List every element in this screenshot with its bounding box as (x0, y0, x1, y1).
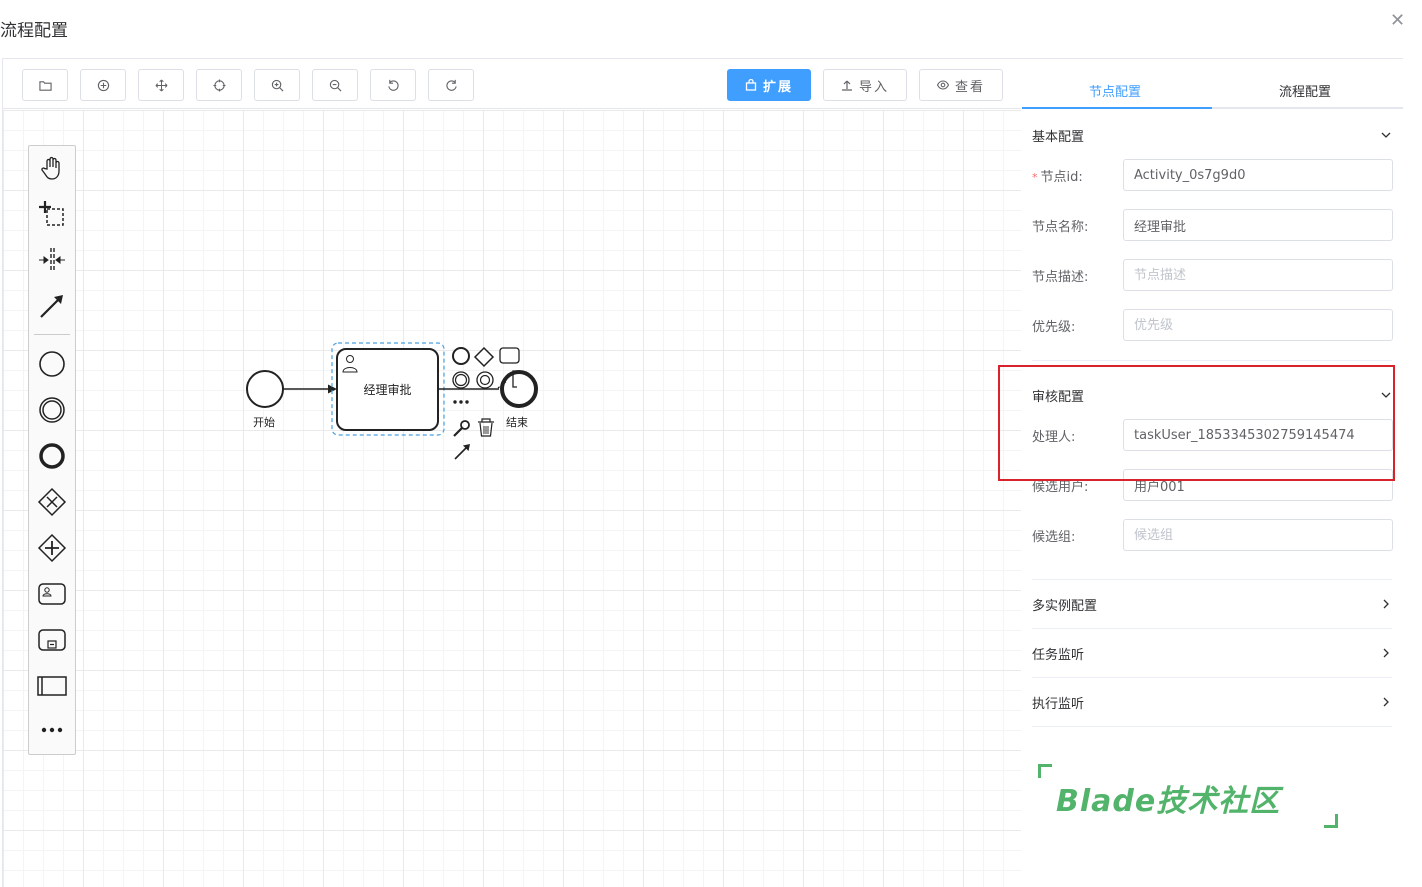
exclusive-gateway-icon[interactable] (33, 484, 71, 520)
zoom-fit-icon[interactable] (80, 69, 126, 101)
trash-icon[interactable] (478, 418, 494, 437)
append-timer-event-icon[interactable] (476, 371, 494, 389)
panel-tabs: 节点配置 流程配置 (1022, 71, 1403, 109)
node-desc-input[interactable] (1123, 259, 1393, 291)
import-button[interactable]: 导入 (823, 69, 907, 101)
expand-button[interactable]: 扩展 (727, 69, 811, 101)
hand-tool-icon[interactable] (33, 150, 71, 186)
watermark-bracket (1324, 814, 1338, 828)
handler-label: 处理人: (1032, 430, 1076, 445)
candidate-user-label: 候选用户: (1032, 480, 1089, 495)
end-event[interactable] (500, 370, 538, 408)
append-task-icon[interactable] (499, 347, 520, 364)
tab-node-config[interactable]: 节点配置 (1089, 85, 1142, 100)
section-audit-title: 审核配置 (1032, 389, 1085, 405)
divider (1032, 628, 1392, 629)
view-button[interactable]: 查看 (919, 69, 1003, 101)
folder-open-icon[interactable] (22, 69, 68, 101)
end-event-icon[interactable] (33, 438, 71, 474)
section-task-listener-header[interactable]: 任务监听 (1032, 629, 1392, 677)
chevron-right-icon (1383, 599, 1389, 609)
append-end-event-icon[interactable] (452, 347, 470, 365)
bag-icon (745, 79, 757, 91)
pool-icon[interactable] (33, 668, 71, 704)
section-task-listener-title: 任务监听 (1032, 647, 1085, 663)
chevron-down-icon (1381, 132, 1391, 138)
candidate-group-input[interactable] (1123, 519, 1393, 551)
upload-icon (841, 80, 852, 91)
context-pad (452, 346, 520, 460)
import-button-label: 导入 (858, 79, 889, 95)
undo-icon[interactable] (370, 69, 416, 101)
candidate-group-label: 候选组: (1032, 530, 1076, 545)
zoom-out-icon[interactable] (312, 69, 358, 101)
watermark: Blade技术社区 (1038, 764, 1338, 828)
candidate-user-input[interactable] (1123, 469, 1393, 501)
move-icon[interactable] (138, 69, 184, 101)
node-name-label: 节点名称: (1032, 220, 1089, 235)
divider (1032, 360, 1392, 361)
start-event[interactable] (246, 370, 284, 408)
intermediate-event-icon[interactable] (33, 392, 71, 428)
task-label: 经理审批 (363, 383, 412, 397)
palette-separator (34, 334, 70, 335)
section-basic-header[interactable]: 基本配置 (1032, 111, 1392, 159)
start-event-icon[interactable] (33, 346, 71, 382)
wrench-icon[interactable] (453, 420, 470, 437)
redo-icon[interactable] (428, 69, 474, 101)
section-basic-title: 基本配置 (1032, 129, 1085, 145)
eye-icon (936, 80, 949, 90)
section-multi-instance-header[interactable]: 多实例配置 (1032, 580, 1392, 628)
append-gateway-icon[interactable] (473, 346, 495, 368)
divider (1032, 677, 1392, 678)
section-audit-header[interactable]: 审核配置 (1032, 371, 1392, 419)
sequence-flow-1-arrow (328, 384, 337, 394)
priority-label: 优先级: (1032, 320, 1076, 335)
locate-icon[interactable] (196, 69, 242, 101)
user-task-icon[interactable] (33, 576, 71, 612)
handler-input[interactable] (1123, 419, 1393, 451)
more-options-icon[interactable] (453, 400, 469, 404)
space-tool-icon[interactable] (33, 242, 71, 278)
start-event-label: 开始 (253, 416, 275, 429)
section-execution-listener-header[interactable]: 执行监听 (1032, 678, 1392, 726)
tab-process-config[interactable]: 流程配置 (1279, 85, 1332, 100)
bpmn-designer: 扩展 导入 查看 (2, 58, 1403, 887)
connect-icon[interactable] (454, 444, 470, 460)
section-multi-instance-title: 多实例配置 (1032, 598, 1098, 614)
watermark-bracket (1038, 764, 1052, 778)
node-id-input[interactable] (1123, 159, 1393, 191)
more-icon[interactable] (33, 712, 71, 748)
zoom-in-icon[interactable] (254, 69, 300, 101)
bpmn-canvas[interactable]: 开始 经理审批 结束 (3, 110, 1021, 887)
tab-active-indicator (1022, 107, 1212, 109)
dialog-title: 流程配置 (0, 21, 68, 41)
priority-input[interactable] (1123, 309, 1393, 341)
node-id-label: *节点id: (1032, 170, 1083, 185)
chevron-right-icon (1383, 697, 1389, 707)
lasso-tool-icon[interactable] (33, 196, 71, 232)
task-user-icon (342, 355, 358, 373)
close-icon[interactable]: ✕ (1390, 10, 1406, 31)
divider (1032, 726, 1392, 727)
expand-button-label: 扩展 (762, 79, 793, 95)
section-execution-listener-title: 执行监听 (1032, 696, 1085, 712)
tool-palette (28, 145, 76, 755)
connect-tool-icon[interactable] (33, 288, 71, 324)
designer-toolbar: 扩展 导入 查看 (3, 59, 1021, 109)
divider (1032, 579, 1392, 580)
text-annotation-icon[interactable] (497, 380, 508, 389)
bpmn-diagram (246, 342, 538, 460)
end-event-label: 结束 (506, 416, 528, 429)
properties-panel: 节点配置 流程配置 基本配置 *节点id: 节点名称: 节点描述: 优先级: 审… (1022, 59, 1403, 887)
watermark-text: Blade技术社区 (1056, 784, 1281, 819)
parallel-gateway-icon[interactable] (33, 530, 71, 566)
subprocess-icon[interactable] (33, 622, 71, 658)
view-button-label: 查看 (954, 79, 985, 95)
chevron-down-icon (1381, 392, 1391, 398)
node-name-input[interactable] (1123, 209, 1393, 241)
chevron-right-icon (1383, 648, 1389, 658)
node-desc-label: 节点描述: (1032, 270, 1089, 285)
